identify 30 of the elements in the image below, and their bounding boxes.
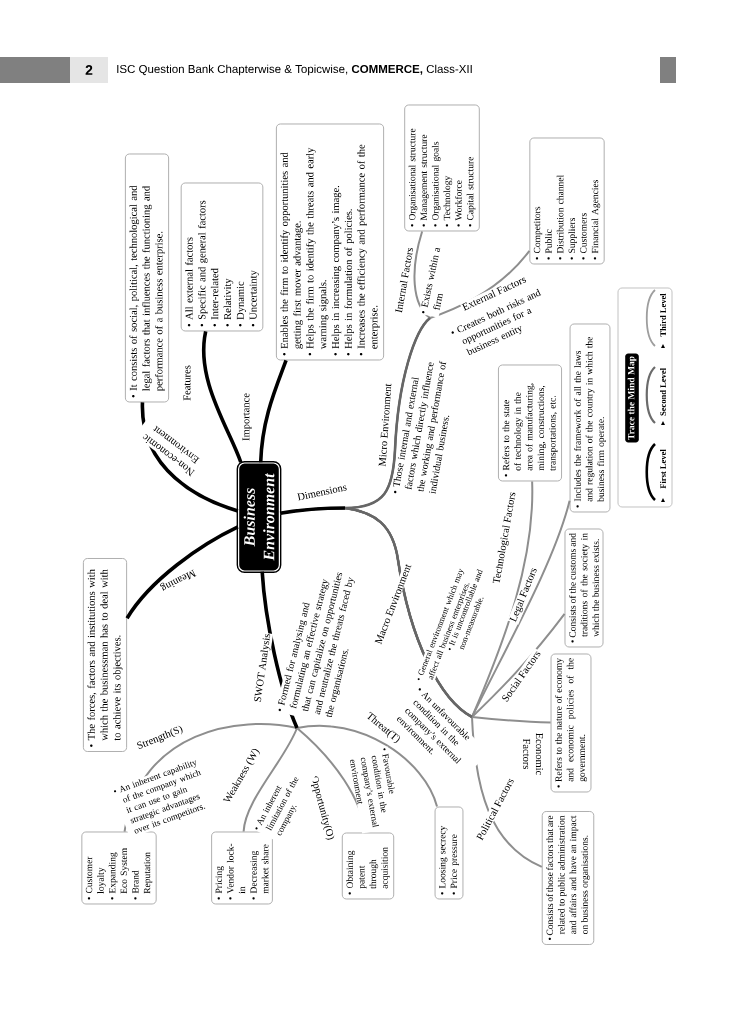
bullet-box: • Organisational structure • Management structure • Organisational goals • Technology • Workforce • Capital structure [404, 104, 480, 232]
branch-label: Dimensions [296, 482, 348, 502]
edge-label: Internal Factors [393, 245, 415, 315]
bullet-box: • Pricing • Vendor lock-in • Decreasing market share [211, 831, 273, 905]
topic-box: Business Environment [236, 461, 282, 573]
edge-label: Importance [241, 392, 253, 442]
branch-note: • Favourable condition in the company’s external environment [348, 746, 402, 834]
edge-label: Economic Factors [522, 725, 544, 783]
edge-label: Features [182, 364, 192, 402]
legend-title: Trace the Mind Map [625, 353, 639, 443]
bullet-box: • The forces, factors and institutions with which the businessman has to deal with to achieve its objectives. [82, 558, 128, 752]
bullet-box: • Competitors • Public • Distribution channel • Suppliers • Customers • Financial Agencies [529, 137, 605, 265]
bullet-box: • All external factors • Specific and general factors • Inter-related • Relativity • Dynamic • Uncertainty [180, 182, 264, 332]
bullet-box: • Enables the firm to identify opportunities and getting first mover advantage. • Helps the firm to identify the threats and early warning signals. • Helps in increasing company’s image. • Helps in formulation of policies. • Increases the efficiency and performance of the enterprise. [275, 123, 385, 361]
page-number: 2 [70, 57, 108, 83]
bullet-box: • Consists of the customs and traditions of the society in which the business exists. [564, 528, 604, 648]
legend-entry: Third Level [645, 289, 666, 348]
bullet-box: • Loosing secrecy • Price pressure [434, 806, 464, 900]
bullet-box: • It consists of social, political, technological and legal factors that influences the functioning and performance of a business enterprise. [124, 153, 170, 403]
legend-entry: Second Level [645, 366, 666, 425]
bullet-box: • Consists of those factors that are related to public administration and affairs and have an impact on business organisations. [541, 811, 595, 945]
bullet-box: • Refers to the nature of economy and economic policies of the government. [550, 653, 592, 793]
branch-note: • Exists within a firm [418, 234, 456, 318]
header-title: ISC Question Bank Chapterwise & Topicwise, COMMERCE, Class-XII [117, 64, 472, 76]
legend-entry: First Level [645, 443, 666, 502]
branch-label: Micro Environment [378, 382, 392, 468]
bullet-box: • Refers to the state of technology in the area of manufacturing, mining, constructions, transportations, etc. [498, 364, 562, 482]
bullet-box: • Obtaining patent through acquisition [341, 832, 395, 900]
branch-label: SWOT Analysis [252, 632, 274, 704]
bullet-box: • Includes the framework of all the laws and regulation of the country in which the business firm operate. [569, 323, 611, 513]
